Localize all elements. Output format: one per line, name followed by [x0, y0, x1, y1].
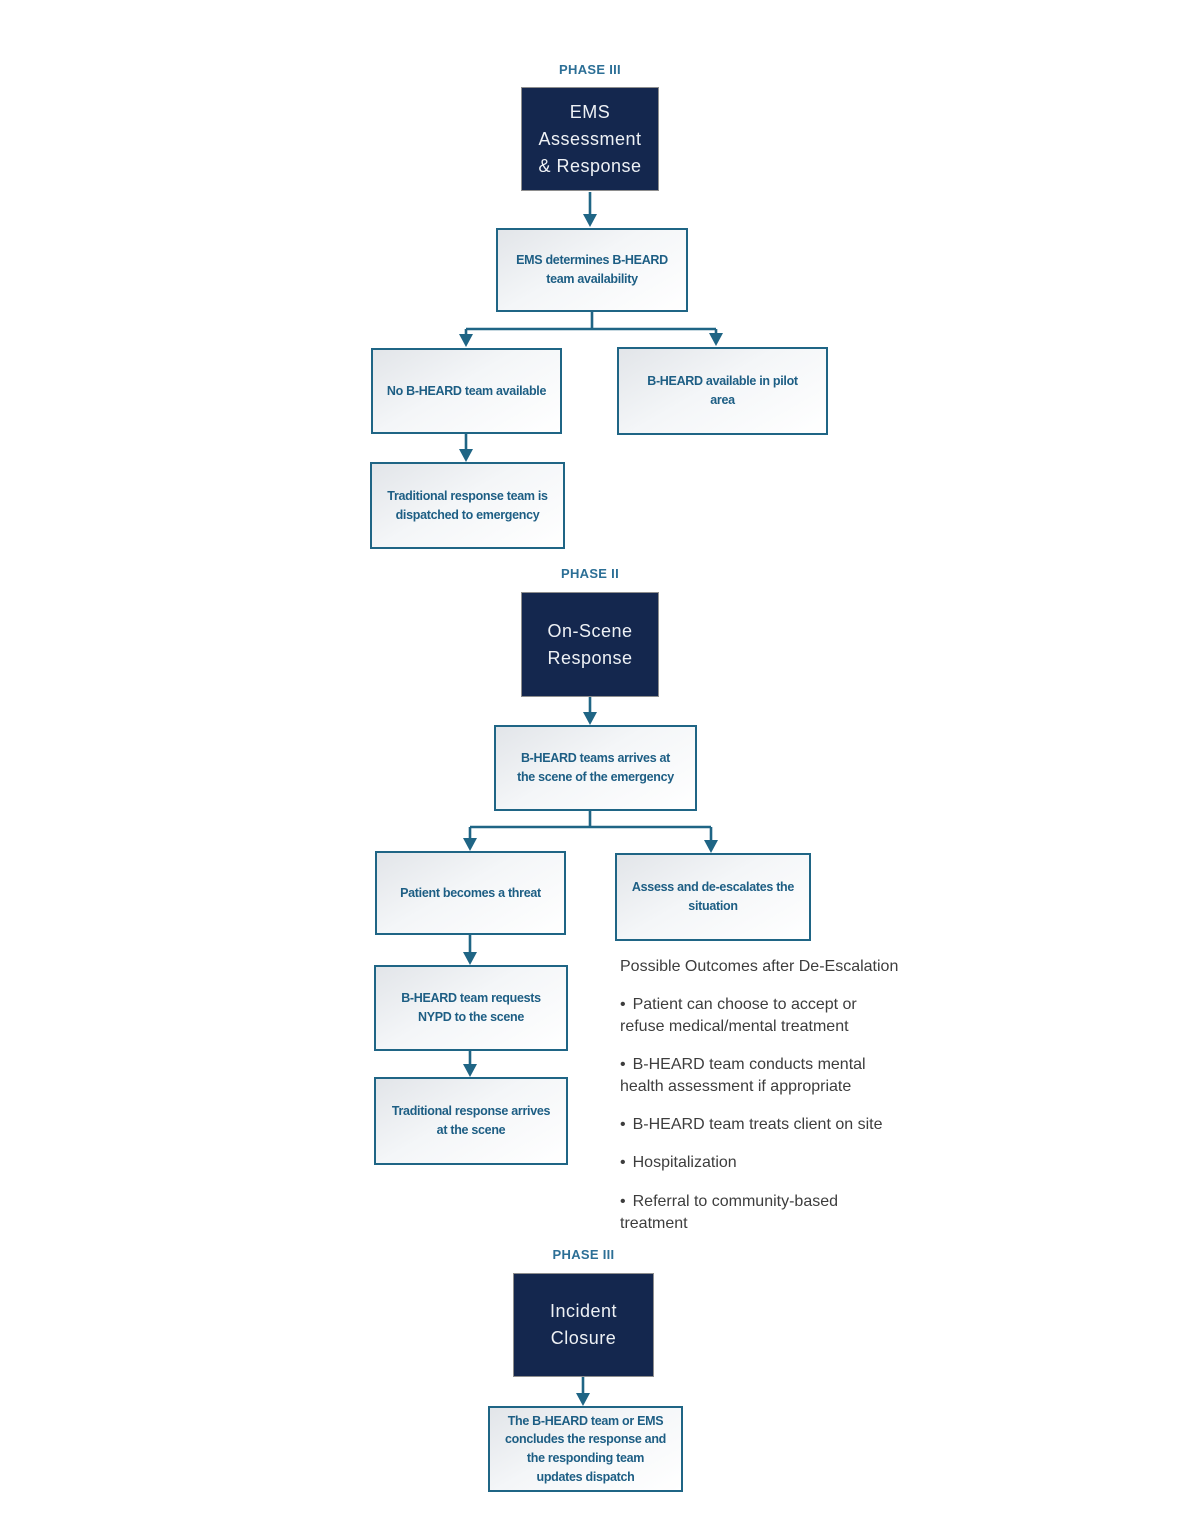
branch-patient-threat: Patient becomes a threat — [375, 851, 566, 935]
step-bheard-arrives: B-HEARD teams arrives at the scene of th… — [494, 725, 697, 811]
outcome-text: Referral to community-based treatment — [620, 1192, 839, 1232]
step-label: B-HEARD team requests NYPD to the scene — [401, 991, 541, 1024]
possible-outcomes-title: Possible Outcomes after De-Escalation — [620, 958, 899, 975]
phase-ems-label: PHASE III — [559, 62, 621, 77]
step-label: EMS determines B-HEARD team availability — [516, 253, 668, 286]
arrowhead-threat — [463, 838, 477, 851]
outcome-item: • Hospitalization — [620, 1152, 940, 1174]
step-label: The B-HEARD team or EMS concludes the re… — [505, 1413, 666, 1484]
bullet-marker: • — [620, 1192, 626, 1210]
step-traditional-dispatched: Traditional response team is dispatched … — [370, 462, 565, 549]
step-label: B-HEARD teams arrives at the scene of th… — [517, 751, 674, 784]
outcome-text: Hospitalization — [632, 1154, 737, 1172]
arrowhead-traditional-arrives — [463, 1064, 477, 1077]
phase-closure-title-box: Incident Closure — [513, 1273, 654, 1377]
arrowhead-availability — [583, 214, 597, 227]
arrowhead-available — [709, 333, 723, 346]
branch-assess-deescalate: Assess and de-escalates the situation — [615, 853, 811, 941]
arrowhead-traditional-dispatch — [459, 449, 473, 462]
step-label: B-HEARD available in pilot area — [647, 374, 798, 407]
step-label: Assess and de-escalates the situation — [631, 880, 795, 913]
outcome-item: • B-HEARD team treats client on site — [620, 1114, 940, 1136]
arrowhead-deescalate — [704, 840, 718, 853]
phase-ems-title-box: EMS Assessment & Response — [521, 87, 659, 191]
phase-on-scene-title-box: On-Scene Response — [521, 592, 659, 697]
bullet-marker: • — [620, 1056, 626, 1074]
bullet-marker: • — [620, 996, 626, 1014]
step-concludes-response: The B-HEARD team or EMS concludes the re… — [488, 1406, 683, 1492]
outcome-item: •Patient can choose to accept or refuse … — [620, 994, 940, 1038]
arrowhead-conclusion — [576, 1393, 590, 1406]
phase-on-scene-title: On-Scene Response — [547, 620, 633, 668]
bullet-marker: • — [620, 1154, 626, 1172]
step-label: Patient becomes a threat — [400, 885, 541, 900]
connector-arrival-branch — [468, 811, 713, 840]
bullet-marker: • — [620, 1116, 626, 1134]
outcome-text: B-HEARD team conducts mental health asse… — [620, 1056, 866, 1096]
phase-on-scene-label: PHASE II — [560, 566, 620, 581]
step-requests-nypd: B-HEARD team requests NYPD to the scene — [374, 965, 568, 1051]
arrowhead-nypd — [463, 952, 477, 965]
branch-no-bheard-team: No B-HEARD team available — [371, 348, 562, 434]
phase-closure-label: PHASE III — [552, 1247, 615, 1262]
connector-availability-branch — [464, 312, 718, 334]
outcome-text: Patient can choose to accept or refuse m… — [620, 996, 857, 1036]
phase-ems-title: EMS Assessment & Response — [538, 101, 642, 176]
step-label: Traditional response team is dispatched … — [387, 488, 548, 522]
outcome-item: •Referral to community-based treatment — [620, 1191, 940, 1235]
phase-closure-title: Incident Closure — [549, 1301, 618, 1348]
outcome-item: •B-HEARD team conducts mental health ass… — [620, 1054, 940, 1098]
step-traditional-arrives: Traditional response arrives at the scen… — [374, 1077, 568, 1165]
possible-outcomes-block: Possible Outcomes after De-Escalation •P… — [620, 956, 940, 1235]
step-label: Traditional response arrives at the scen… — [391, 1104, 551, 1137]
arrowhead-no-team — [459, 334, 473, 347]
step-ems-determines-availability: EMS determines B-HEARD team availability — [496, 228, 688, 312]
arrowhead-arrival — [583, 712, 597, 725]
outcome-text: B-HEARD team treats client on site — [632, 1116, 883, 1134]
branch-bheard-available: B-HEARD available in pilot area — [617, 347, 828, 435]
step-label: No B-HEARD team available — [386, 383, 547, 398]
